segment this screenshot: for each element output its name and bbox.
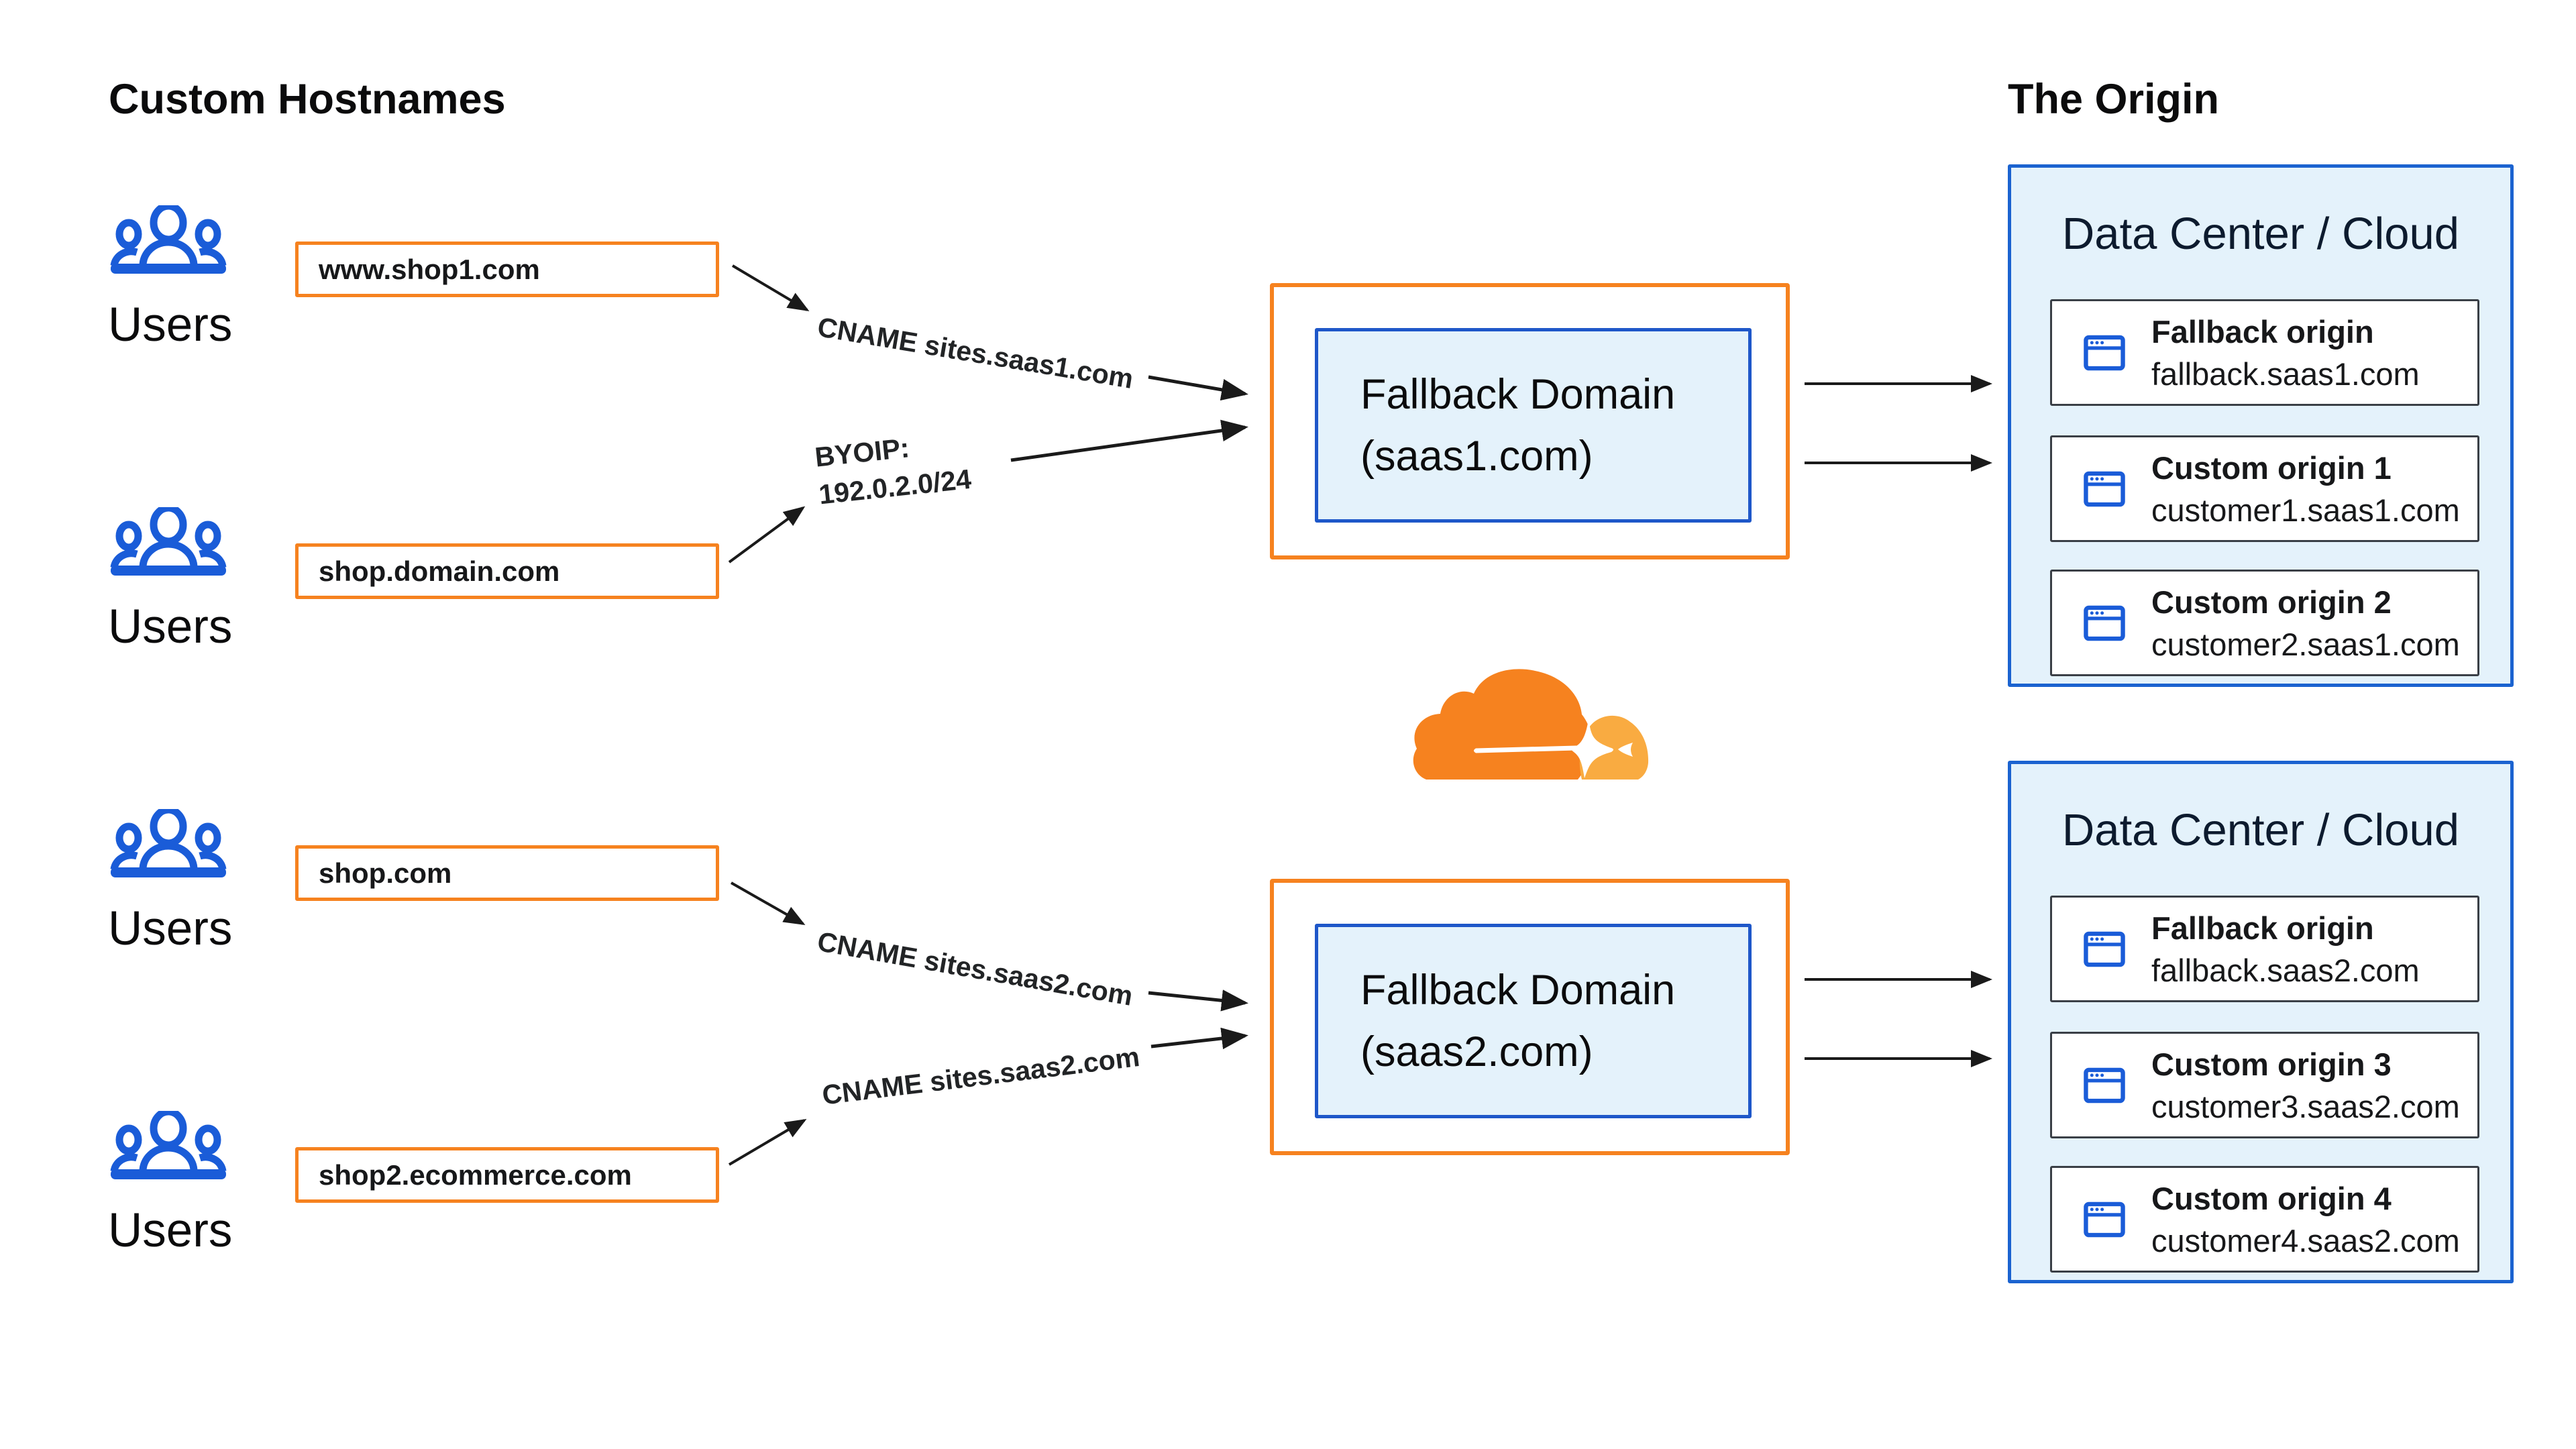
datacenter-title: Data Center / Cloud [2061, 209, 2460, 259]
origin-card-custom2: Custom origin 2 customer2.saas1.com [2050, 570, 2479, 676]
origin-host: customer1.saas1.com [2151, 492, 2460, 528]
users-group-4: Users [108, 1111, 232, 1257]
origin-host: fallback.saas2.com [2151, 952, 2420, 988]
hostname-text: shop.com [319, 857, 452, 889]
users-group-2: Users [108, 507, 232, 653]
fallback-domain-line1: Fallback Domain [1360, 967, 1676, 1014]
users-label: Users [108, 299, 233, 352]
origin-card-custom1: Custom origin 1 customer1.saas1.com [2050, 435, 2479, 542]
hostname-box-2: shop.domain.com [295, 543, 719, 599]
fallback-domain-line2: (saas1.com) [1360, 433, 1593, 480]
fallback-domain-line2: (saas2.com) [1360, 1028, 1593, 1075]
fallback-domain-box-2: Fallback Domain (saas2.com) [1270, 879, 1790, 1155]
byoip-label: BYOIP: 192.0.2.0/24 [813, 423, 973, 513]
hostname-text: www.shop1.com [319, 253, 540, 285]
origin-card-custom4: Custom origin 4 customer4.saas2.com [2050, 1166, 2479, 1273]
fallback-domain-line1: Fallback Domain [1360, 371, 1676, 418]
browser-window-icon [2084, 335, 2125, 370]
origin-card-custom3: Custom origin 3 customer3.saas2.com [2050, 1032, 2479, 1138]
origin-name: Custom origin 3 [2151, 1046, 2392, 1082]
origin-title: The Origin [2008, 76, 2219, 123]
datacenter-box-1: Data Center / Cloud Fallback origin fall… [2008, 164, 2514, 687]
origin-card-fallback-saas1: Fallback origin fallback.saas1.com [2050, 299, 2479, 406]
users-group-3: Users [108, 809, 232, 955]
fallback-domain-box-1: Fallback Domain (saas1.com) [1270, 283, 1790, 559]
origin-host: customer2.saas1.com [2151, 626, 2460, 662]
fallback-domain-inner-2: Fallback Domain (saas2.com) [1315, 924, 1752, 1118]
hostname-text: shop2.ecommerce.com [319, 1159, 632, 1191]
origin-name: Custom origin 1 [2151, 449, 2392, 486]
users-icon [110, 809, 227, 877]
datacenter-box-2: Data Center / Cloud Fallback origin fall… [2008, 761, 2514, 1283]
origin-host: customer3.saas2.com [2151, 1088, 2460, 1124]
origin-name: Custom origin 4 [2151, 1180, 2392, 1216]
browser-window-icon [2084, 1067, 2125, 1103]
users-label: Users [108, 600, 233, 653]
origin-host: customer4.saas2.com [2151, 1222, 2460, 1258]
users-icon [110, 205, 227, 274]
hostname-box-3: shop.com [295, 845, 719, 901]
origin-name: Custom origin 2 [2151, 584, 2392, 620]
origin-host: fallback.saas1.com [2151, 356, 2420, 392]
cname-saas1-label: CNAME sites.saas1.com [815, 311, 1136, 394]
hostname-box-4: shop2.ecommerce.com [295, 1147, 719, 1203]
origin-name: Fallback origin [2151, 910, 2374, 946]
fallback-domain-inner-1: Fallback Domain (saas1.com) [1315, 328, 1752, 523]
cname-saas2-lower-label: CNAME sites.saas2.com [820, 1040, 1142, 1111]
origin-name: Fallback origin [2151, 313, 2374, 350]
users-icon [110, 1111, 227, 1179]
browser-window-icon [2084, 931, 2125, 967]
custom-hostnames-title: Custom Hostnames [109, 76, 506, 123]
browser-window-icon [2084, 605, 2125, 641]
cname-saas2-upper-label: CNAME sites.saas2.com [815, 926, 1136, 1012]
hostname-box-1: www.shop1.com [295, 241, 719, 297]
cloudflare-logo [1413, 669, 1649, 780]
datacenter-title: Data Center / Cloud [2061, 805, 2460, 855]
origin-card-fallback-saas2: Fallback origin fallback.saas2.com [2050, 896, 2479, 1002]
hostname-text: shop.domain.com [319, 555, 560, 587]
users-label: Users [108, 902, 233, 955]
browser-window-icon [2084, 471, 2125, 506]
users-label: Users [108, 1204, 233, 1257]
users-icon [110, 507, 227, 576]
browser-window-icon [2084, 1201, 2125, 1237]
users-group-1: Users [108, 205, 232, 352]
